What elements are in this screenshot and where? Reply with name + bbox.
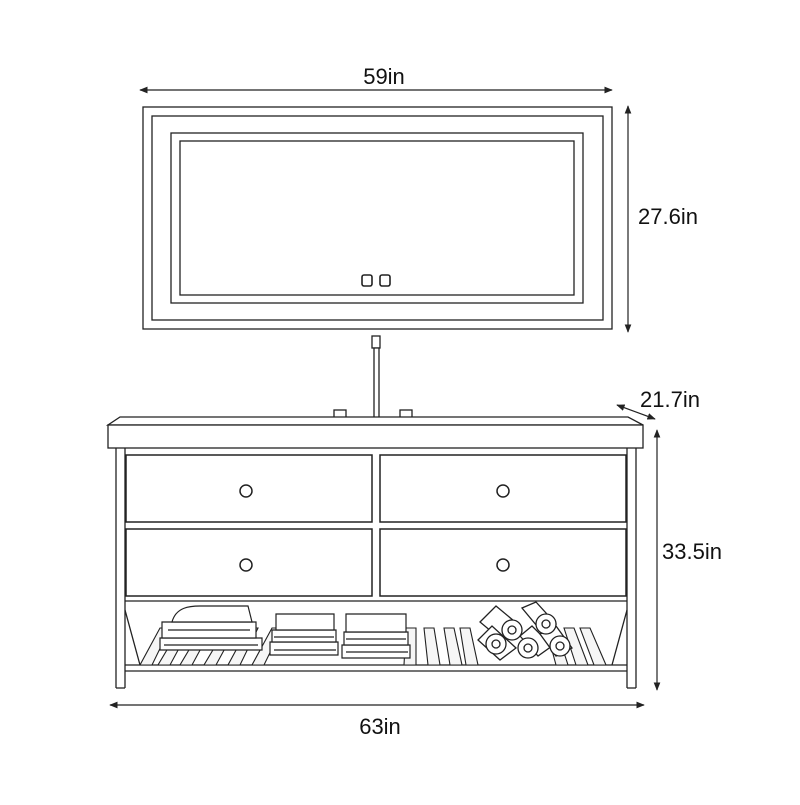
drawer-knob-icon: [496, 484, 510, 498]
rolled-towels: [477, 601, 573, 661]
drawer-top-right[interactable]: [379, 454, 627, 523]
drawer-knob-icon: [496, 558, 510, 572]
drawer-knob-icon: [239, 558, 253, 572]
folded-towel-stack-2: [269, 613, 339, 656]
vanity-depth-dimension: [616, 404, 656, 420]
folded-towel-stack-1: [159, 605, 263, 651]
mirror-width-label: 59in: [363, 64, 405, 89]
vanity-depth-label: 21.7in: [640, 387, 700, 412]
vanity-width-label: 63in: [359, 714, 401, 739]
folded-towel-stack-3: [341, 613, 411, 659]
drawer-top-left[interactable]: [125, 454, 373, 523]
countertop: [105, 416, 644, 449]
drawer-bottom-right[interactable]: [379, 528, 627, 597]
vanity-height-label: 33.5in: [662, 539, 722, 564]
drawer-bottom-left[interactable]: [125, 528, 373, 597]
faucet: [333, 335, 413, 423]
mirror-height-label: 27.6in: [638, 204, 698, 229]
mirror-touch-buttons: [361, 274, 391, 287]
drawer-knob-icon: [239, 484, 253, 498]
mirror: [142, 106, 613, 330]
